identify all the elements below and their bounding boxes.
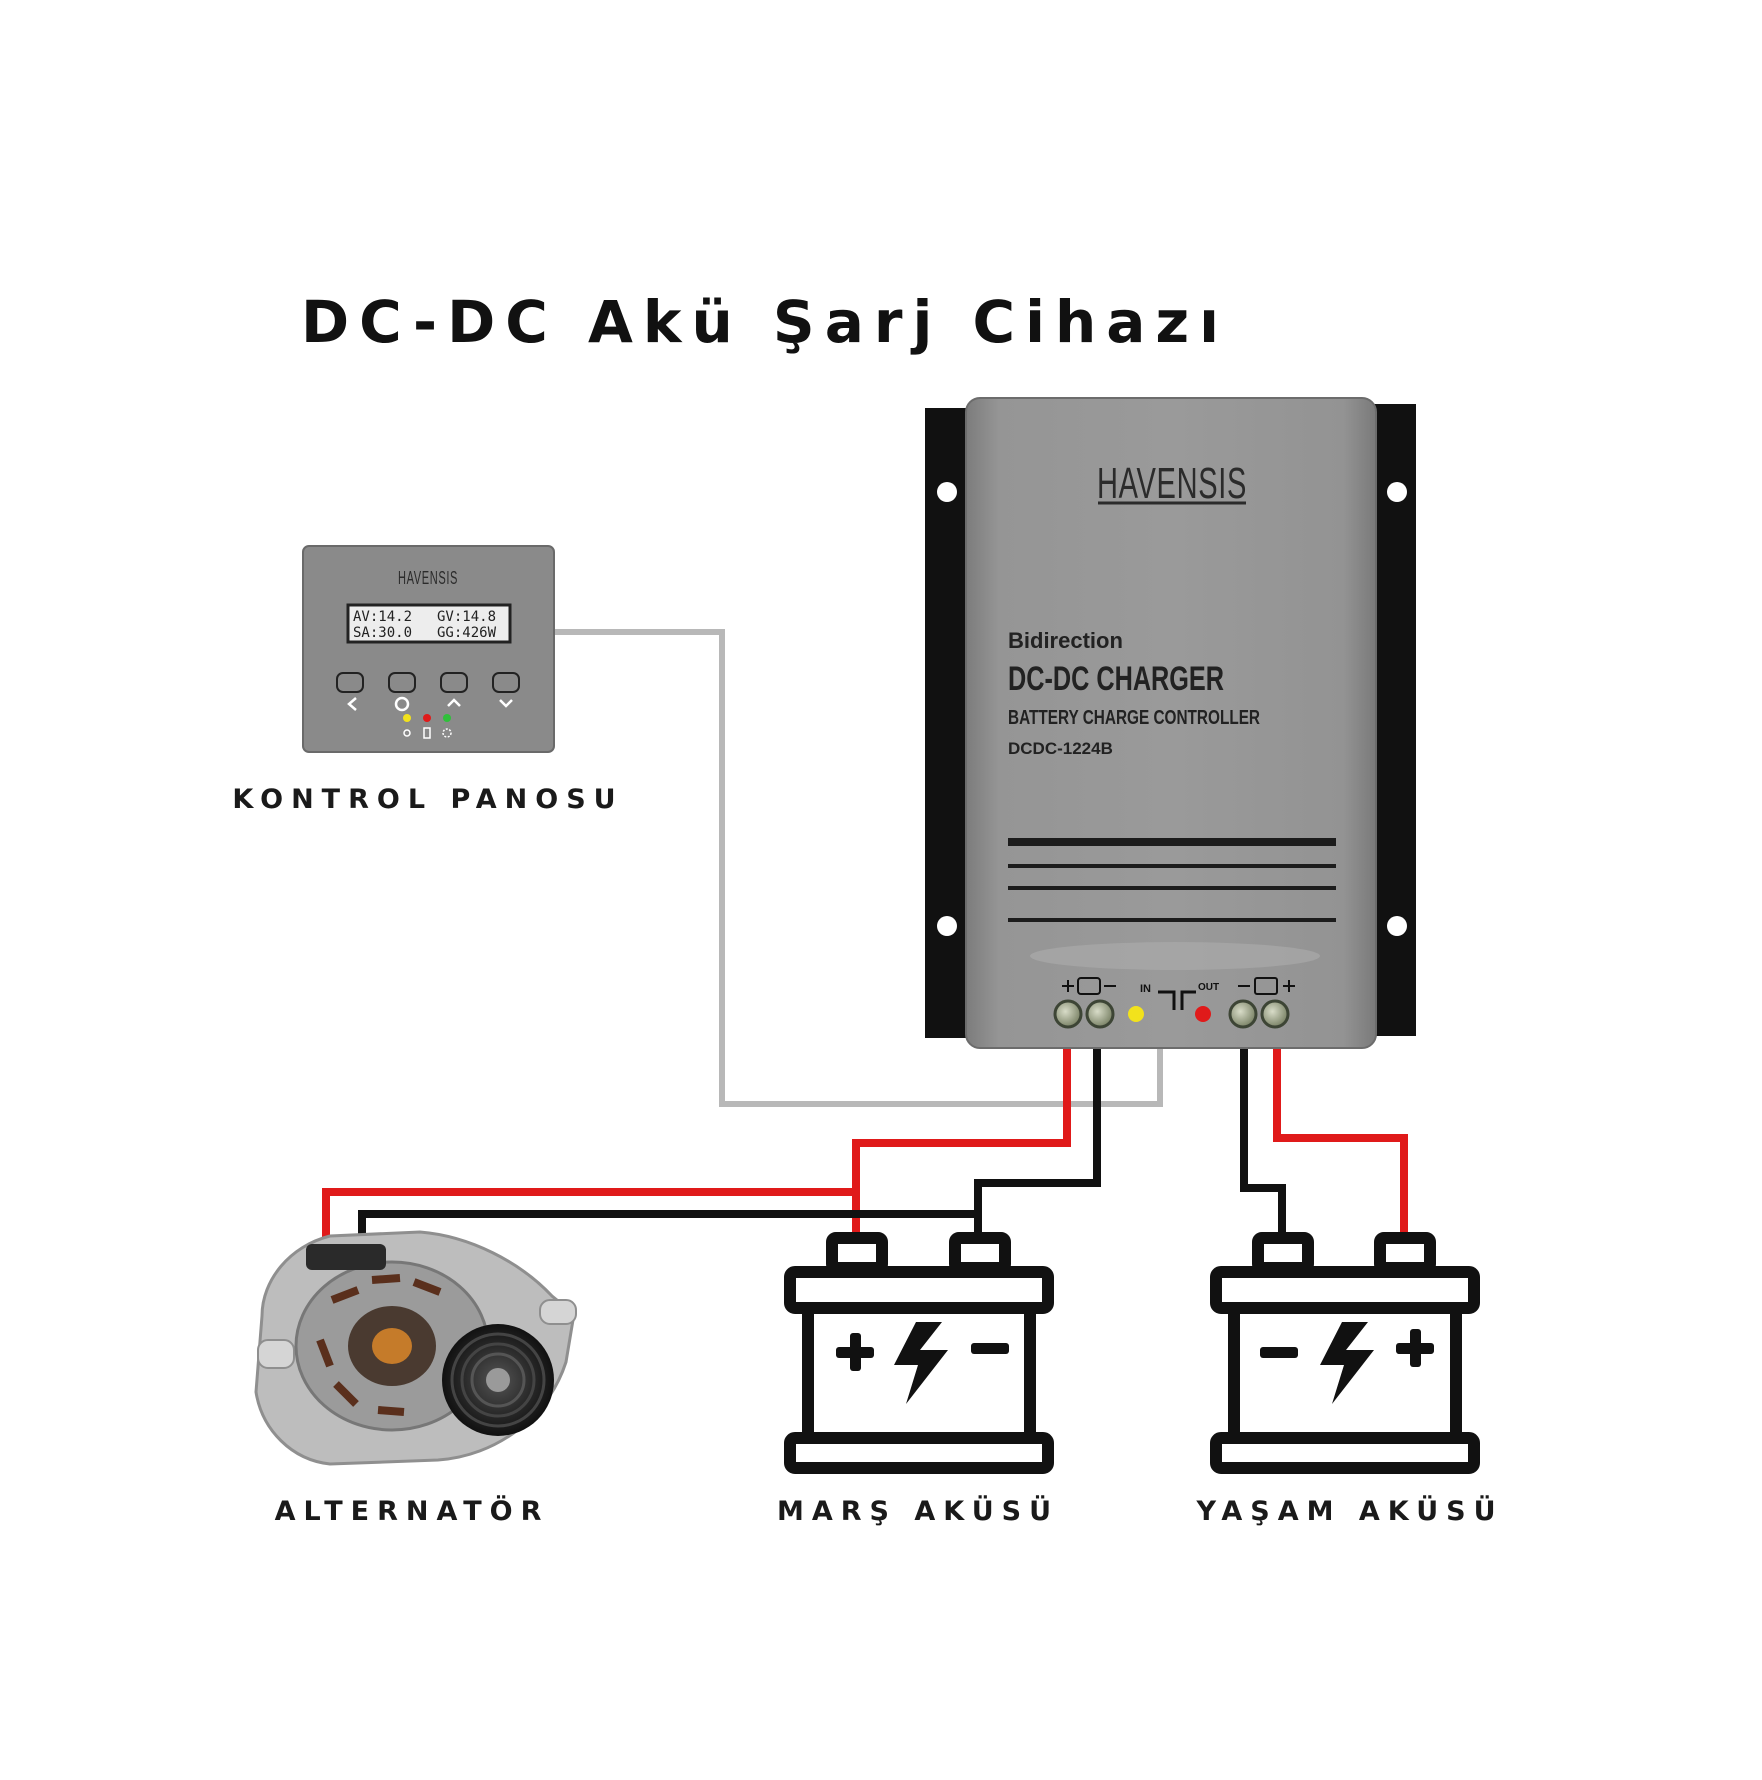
lcd-row1-right: GV:14.8 bbox=[437, 609, 496, 625]
circle-ok-icon bbox=[394, 696, 410, 712]
terminal-screw bbox=[1085, 999, 1115, 1029]
mounting-hole bbox=[937, 916, 957, 936]
house-battery-icon bbox=[1210, 1232, 1480, 1474]
sun-icon bbox=[403, 729, 411, 737]
chevron-up-icon bbox=[447, 698, 461, 707]
panel-button-left bbox=[336, 672, 364, 693]
charger-terminals bbox=[1053, 999, 1290, 1029]
led-yellow bbox=[1128, 1006, 1144, 1022]
panel-led-yellow bbox=[403, 714, 411, 722]
control-panel-brand-logo: HAVENSIS bbox=[398, 568, 458, 588]
battery-icon bbox=[423, 727, 431, 739]
panel-led-red bbox=[423, 714, 431, 722]
house-negative-wire bbox=[1240, 1048, 1286, 1245]
chevron-down-icon bbox=[499, 699, 513, 708]
charger-label-controller: BATTERY CHARGE CONTROLLER bbox=[1008, 707, 1260, 729]
wires bbox=[322, 629, 1408, 1250]
starter-battery-icon bbox=[784, 1232, 1054, 1474]
signal-wire bbox=[552, 629, 1163, 1107]
terminal-screw bbox=[1260, 999, 1290, 1029]
lcd-row1-left: AV:14.2 bbox=[353, 609, 412, 625]
vent-line bbox=[1008, 864, 1336, 868]
mounting-hole bbox=[1387, 482, 1407, 502]
control-panel-body bbox=[302, 545, 555, 753]
charger-label-bidirection: Bidirection bbox=[1008, 628, 1123, 653]
lcd-row2-left: SA:30.0 bbox=[353, 625, 412, 641]
panel-button-down bbox=[492, 672, 520, 693]
house-battery-caption: YAŞAM AKÜSÜ bbox=[1195, 1494, 1503, 1527]
alternator-image bbox=[254, 1230, 577, 1466]
charger-brand-logo: HAVENSIS bbox=[1097, 459, 1247, 508]
control-panel: HAVENSIS AV:14.2 GV:14.8 SA:30.0 GG:426W bbox=[302, 545, 555, 753]
svg-text:OUT: OUT bbox=[1198, 982, 1219, 993]
chevron-left-icon bbox=[347, 697, 357, 711]
vent-line bbox=[1008, 918, 1336, 922]
dc-dc-charger: HAVENSIS Bidirection DC-DC CHARGER BATTE… bbox=[925, 397, 1416, 1049]
terminal-screw bbox=[1228, 999, 1258, 1029]
starter-battery-caption: MARŞ AKÜSÜ bbox=[777, 1494, 1059, 1527]
alternator-caption: ALTERNATÖR bbox=[275, 1494, 550, 1527]
terminal-screw bbox=[1053, 999, 1083, 1029]
charger-body bbox=[965, 397, 1377, 1049]
diagram-title: DC-DC Akü Şarj Cihazı bbox=[301, 288, 1229, 356]
svg-text:IN: IN bbox=[1140, 983, 1151, 995]
vent-line bbox=[1008, 886, 1336, 890]
panel-button-up bbox=[440, 672, 468, 693]
body-highlight bbox=[1030, 942, 1320, 970]
mounting-hole bbox=[937, 482, 957, 502]
snowflake-icon bbox=[442, 728, 452, 738]
panel-led-green bbox=[443, 714, 451, 722]
engine-battery-icon bbox=[1062, 977, 1116, 995]
vent-line bbox=[1008, 838, 1336, 846]
lcd-row2-right: GG:426W bbox=[437, 625, 497, 641]
house-positive-wire bbox=[1273, 1048, 1408, 1245]
house-battery-icon bbox=[1238, 977, 1295, 995]
panel-button-ok bbox=[388, 672, 416, 693]
in-out-switch-icon: IN OUT bbox=[1140, 982, 1219, 1010]
led-red bbox=[1195, 1006, 1211, 1022]
alternator-positive-wire bbox=[322, 1188, 856, 1250]
charger-model: DCDC-1224B bbox=[1008, 739, 1113, 758]
mounting-hole bbox=[1387, 916, 1407, 936]
charger-label-dcdc: DC-DC CHARGER bbox=[1008, 660, 1224, 698]
lcd-display bbox=[346, 603, 512, 644]
control-panel-caption: KONTROL PANOSU bbox=[232, 784, 623, 815]
